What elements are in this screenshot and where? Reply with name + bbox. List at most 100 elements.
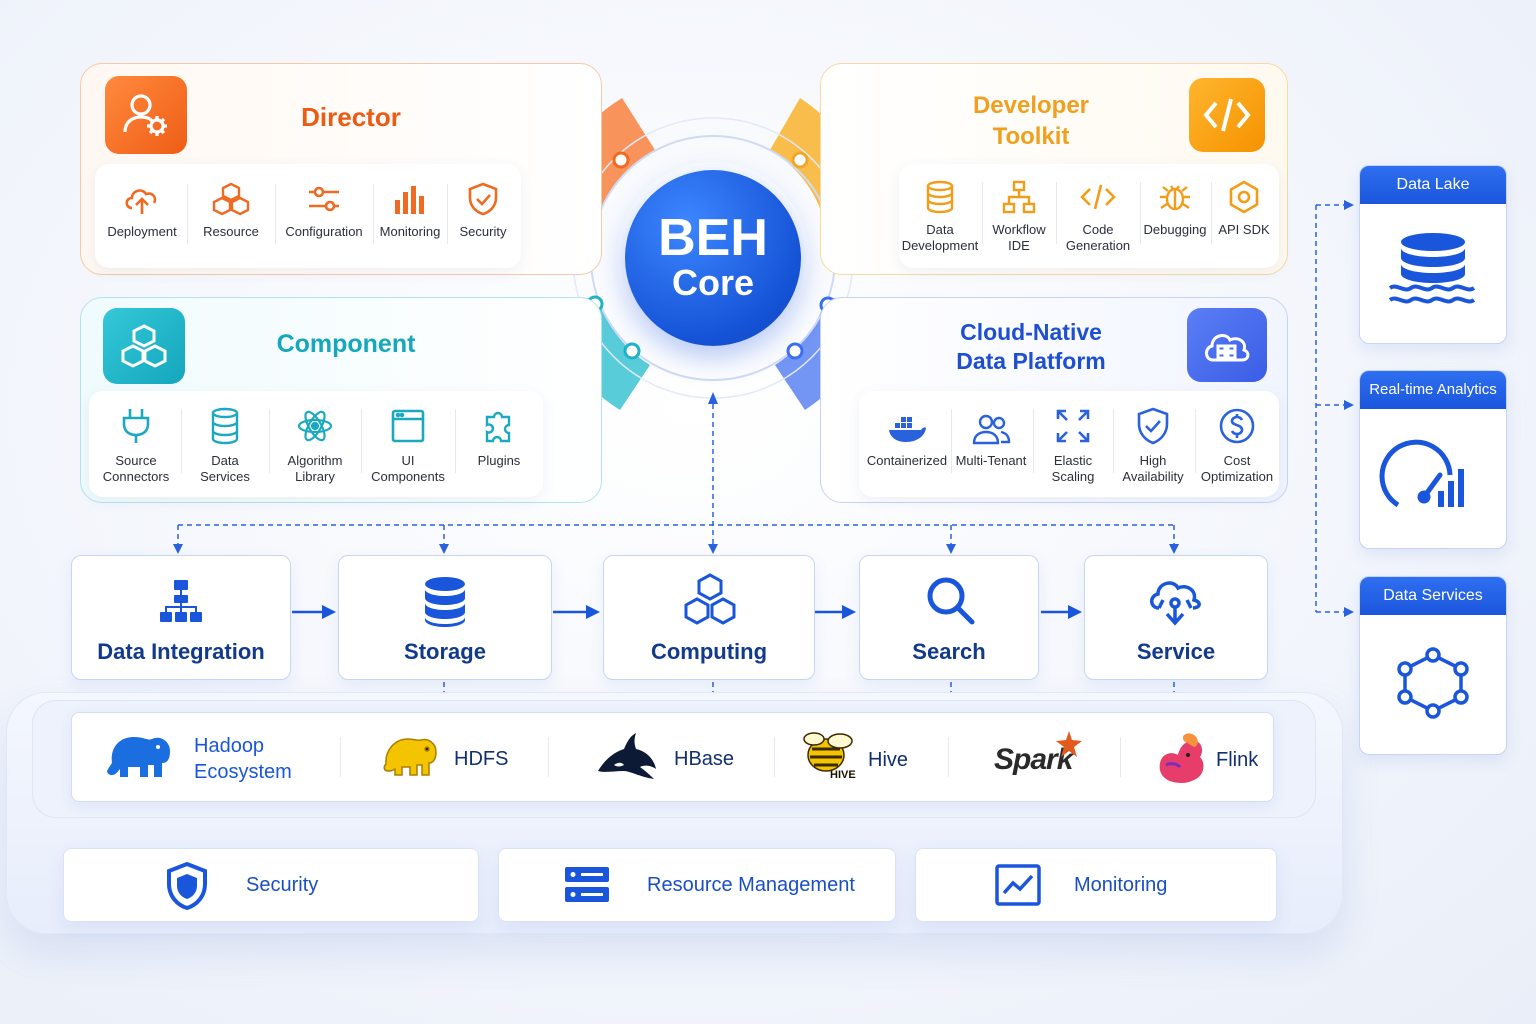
spark-star-icon [1056,731,1082,757]
search-icon [927,577,975,625]
core-title: BEH [658,209,768,267]
cloud-service-icon [1150,581,1201,626]
director-item-monitoring[interactable]: Monitoring [375,182,445,240]
atom-icon [297,410,333,442]
developer-item-api-sdk[interactable]: API SDK [1211,180,1277,238]
cubes-icon [212,182,250,216]
plug-icon [122,409,150,443]
side-header: Real-time Analytics [1360,371,1506,409]
shield-check-icon [468,182,498,216]
bee-icon [803,732,853,772]
base-label: Resource Management [647,874,855,896]
hierarchy-icon [160,580,202,622]
base-label: Monitoring [1074,874,1168,896]
gauge-icon [1379,439,1464,508]
pipeline-storage[interactable]: Storage [338,555,552,680]
base-resource-management[interactable]: Resource Management [498,848,896,922]
director-item-configuration[interactable]: Configuration [277,182,371,240]
hive-label: Hive [868,749,909,771]
hadoop-label: Hadoop Ecosystem [194,735,292,783]
director-logo [105,76,187,154]
pipeline-label: Storage [404,639,486,664]
director-items: Deployment Resource Configuration Monito… [95,164,521,268]
side-data-services[interactable]: Data Services [1359,576,1507,755]
pipeline-label: Service [1136,639,1216,664]
director-item-resource[interactable]: Resource [189,182,273,240]
flink-label: Flink [1216,749,1259,771]
puzzle-icon [485,411,511,443]
base-label: Security [246,874,319,896]
developer-logo [1189,78,1265,152]
database-icon [425,577,465,627]
database-icon [926,180,954,214]
workflow-icon [1002,180,1036,214]
server-list-icon [565,867,609,902]
developer-item-debugging[interactable]: Debugging [1139,180,1211,238]
side-data-lake[interactable]: Data Lake [1359,165,1507,344]
component-item-plugins[interactable]: Plugins [457,407,541,469]
cloud-grid-icon [1205,333,1250,362]
cloud-logo [1187,308,1267,382]
beh-core[interactable]: BEH Core [625,170,801,346]
hexagon-icon [1229,180,1259,214]
bug-icon [1160,185,1190,211]
bar-chart-icon [395,186,424,214]
pipeline-label: Computing [650,639,768,664]
dollar-icon [1219,408,1255,444]
database-icon [211,407,239,445]
side-real-time-analytics[interactable]: Real-time Analytics [1359,370,1507,549]
spark-label: Spark [994,743,1073,776]
pipeline-label: Search [912,639,986,664]
docker-icon [889,417,926,442]
hive-logo-text: HIVE [830,769,856,781]
ecosystem-bar: Hadoop Ecosystem HDFS HBase HIVE Hive Sp… [71,712,1274,802]
shield-icon [167,861,207,911]
cloud-title: Cloud-Native Data Platform [956,319,1106,374]
pipeline-computing[interactable]: Computing [603,555,815,680]
cloud-upload-icon [125,189,157,214]
hexagons-icon [684,573,736,625]
hdfs-label: HDFS [454,748,509,770]
component-title: Component [276,330,416,358]
expand-icon [1056,409,1090,443]
director-item-deployment[interactable]: Deployment [99,182,185,240]
hbase-label: HBase [674,748,735,770]
cloud-item-multi-tenant[interactable]: Multi-Tenant [951,413,1031,469]
users-icon [972,414,1011,445]
user-gear-icon [123,94,167,136]
orca-icon [598,733,656,779]
network-ring-icon [1397,647,1469,719]
component-logo [103,308,185,384]
pipeline-service[interactable]: Service [1084,555,1268,680]
sliders-icon [309,186,339,212]
core-subtitle: Core [671,262,755,303]
trend-chart-icon [995,864,1041,906]
base-security[interactable]: Security [63,848,479,922]
side-header: Data Services [1360,577,1506,615]
base-monitoring[interactable]: Monitoring [915,848,1277,922]
window-icon [391,409,425,443]
yellow-elephant-icon [383,738,437,776]
director-panel: Director Deployment Resource Configurati… [80,63,602,275]
pipeline-search[interactable]: Search [859,555,1039,680]
cloud-panel: Cloud-Native Data Platform Containerized… [820,297,1288,503]
code-icon [1203,98,1251,132]
director-item-security[interactable]: Security [449,182,517,240]
shield-check-icon [1137,407,1169,445]
pipeline-data-integration[interactable]: Data Integration [71,555,291,680]
cloud-item-containerized[interactable]: Containerized [863,413,951,469]
